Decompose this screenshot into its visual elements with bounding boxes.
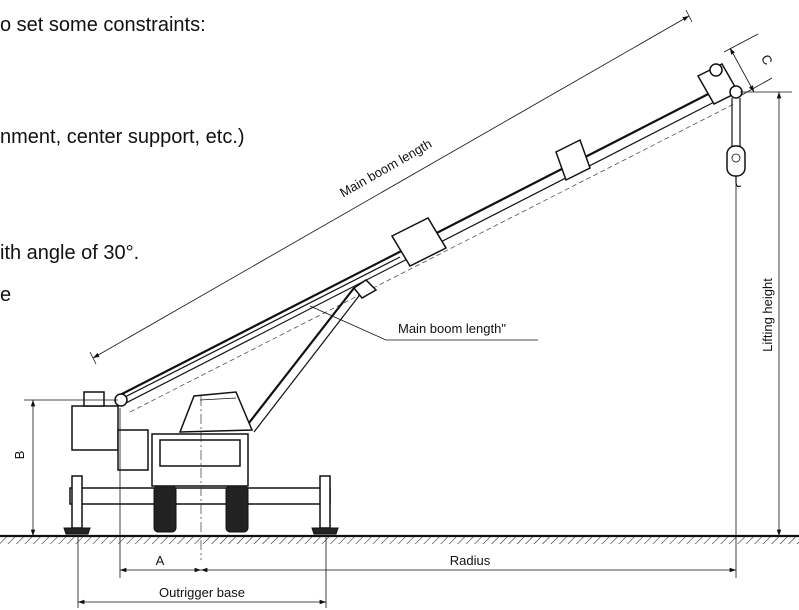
lifting-height-label: Lifting height [760, 278, 775, 352]
dim-c-label: C [758, 52, 776, 68]
main-boom [117, 63, 740, 413]
dim-b [24, 399, 118, 536]
dim-c [723, 33, 773, 97]
radius-label: Radius [450, 553, 491, 568]
main-boom-length-dimension [89, 9, 693, 365]
main-boom-length-2-label: Main boom length" [398, 321, 506, 336]
ground [0, 534, 799, 544]
outrigger-base-label: Outrigger base [159, 585, 245, 600]
lifting-height-dimension [740, 91, 792, 536]
dim-b-label: B [12, 451, 27, 460]
main-boom-length-2-leader [309, 305, 538, 341]
boom-head-hook [709, 63, 746, 188]
dim-a-label: A [156, 553, 165, 568]
main-boom-length-label: Main boom length [337, 136, 434, 200]
note-line-4: e [0, 284, 12, 306]
crane-carrier [63, 391, 339, 560]
